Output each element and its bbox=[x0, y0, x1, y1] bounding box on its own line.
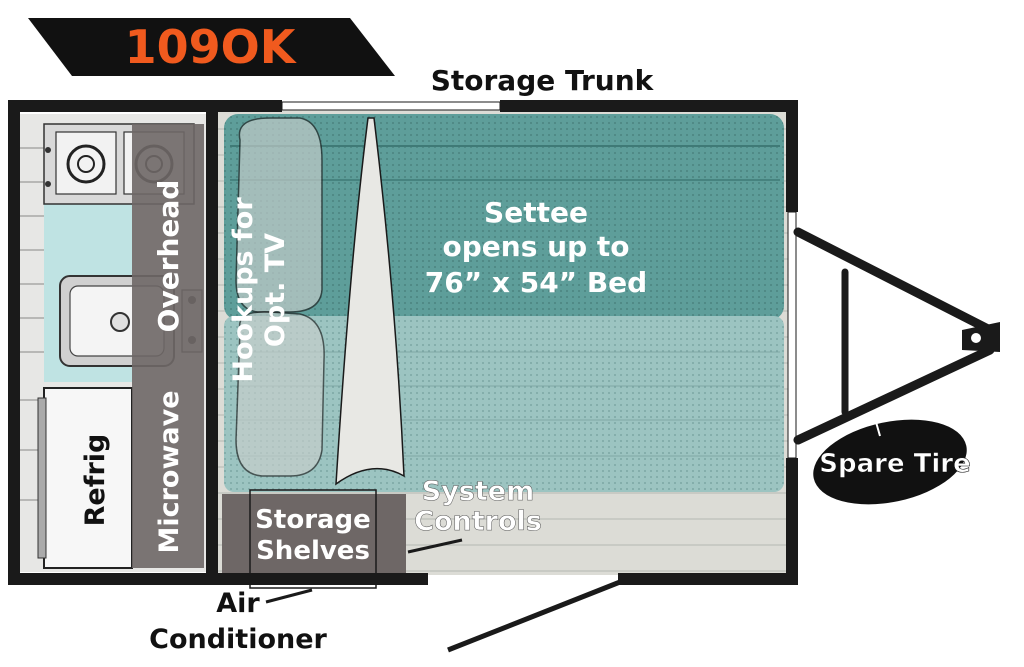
burner-1 bbox=[55, 131, 117, 195]
pillows bbox=[235, 117, 325, 477]
wall-bottom-right bbox=[618, 573, 798, 585]
tongue-rail-lower bbox=[793, 345, 995, 445]
air-conditioner-label-line2: Conditioner bbox=[149, 624, 327, 655]
microwave bbox=[132, 386, 204, 568]
microwave-label: Microwave bbox=[154, 390, 185, 553]
wall-galley-divider bbox=[206, 112, 218, 575]
hitch-ball bbox=[969, 331, 983, 345]
refrigerator-door-edge bbox=[37, 397, 47, 559]
spare-tire: Spare Tire bbox=[813, 419, 971, 505]
hookups-label-line1: Hookups for bbox=[228, 197, 259, 383]
pillow-lower bbox=[235, 311, 325, 477]
galley: Overhead Refrig Microwave bbox=[18, 114, 216, 572]
trailer-tongue bbox=[793, 227, 995, 445]
storage-shelves-label-line2: Shelves bbox=[256, 536, 370, 566]
wall-right-lower bbox=[786, 458, 798, 585]
wall-left bbox=[8, 100, 20, 585]
refrig-label: Refrig bbox=[80, 434, 111, 527]
sink-drain bbox=[110, 312, 130, 332]
air-conditioner-label-line1: Air bbox=[216, 588, 260, 619]
spare-tire-label: Spare Tire bbox=[819, 449, 971, 479]
overhead-label: Overhead bbox=[152, 180, 185, 333]
wall-top-right bbox=[500, 100, 798, 112]
folded-blanket bbox=[335, 117, 405, 486]
refrigerator bbox=[43, 387, 133, 569]
walls bbox=[8, 100, 798, 585]
storage-shelves: Storage Shelves bbox=[222, 489, 406, 589]
settee-label-line2: opens up to bbox=[443, 230, 630, 263]
wall-right-upper bbox=[786, 100, 798, 212]
tongue-rail-upper bbox=[793, 227, 995, 335]
storage-trunk-label: Storage Trunk bbox=[431, 64, 655, 97]
pillow-upper bbox=[235, 117, 323, 313]
overhead-cabinet bbox=[132, 124, 204, 386]
spare-tire-shape bbox=[813, 419, 967, 505]
spare-tire-mount bbox=[875, 421, 881, 437]
hookups-label-line2: Opt. TV bbox=[260, 233, 291, 347]
wall-top-left bbox=[8, 100, 282, 112]
rear-window bbox=[787, 211, 797, 459]
air-conditioner-leader bbox=[265, 588, 313, 604]
system-controls-label-line1: System bbox=[422, 476, 534, 507]
entry-door-swing bbox=[447, 579, 621, 653]
storage-trunk-opening bbox=[281, 101, 501, 111]
model-name: 109OK bbox=[125, 20, 298, 74]
model-badge-background bbox=[28, 18, 395, 76]
model-badge: 109OK bbox=[28, 18, 395, 76]
wall-bottom-left bbox=[8, 573, 428, 585]
storage-shelves-label-line1: Storage bbox=[255, 505, 371, 535]
settee-label-line3: 76” x 54” Bed bbox=[425, 266, 647, 299]
system-controls-leader bbox=[407, 538, 463, 554]
air-conditioner-outline bbox=[249, 489, 377, 589]
settee-label-line1: Settee bbox=[484, 196, 588, 229]
system-controls-label-line2: Controls bbox=[414, 506, 542, 537]
